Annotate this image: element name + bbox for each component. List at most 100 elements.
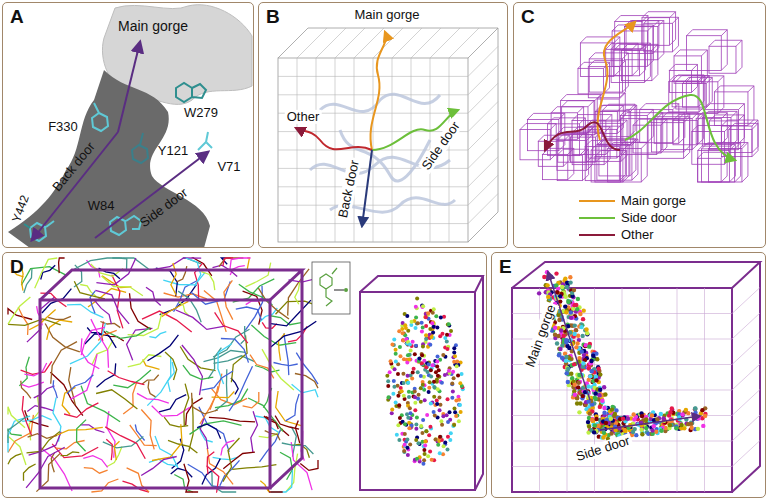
legend-text: Main gorge bbox=[621, 193, 686, 208]
ligand-dot bbox=[583, 344, 587, 348]
ligand-stick bbox=[91, 479, 118, 492]
ligand-dot bbox=[557, 318, 561, 322]
grid-line bbox=[468, 102, 498, 132]
ligand-dot bbox=[555, 341, 559, 345]
voxel-box bbox=[697, 152, 727, 182]
voxel-box bbox=[538, 135, 569, 166]
trajectories bbox=[545, 22, 735, 160]
ligand-dot bbox=[455, 364, 459, 368]
figure-panel: D bbox=[2, 252, 487, 498]
ligand-dot bbox=[419, 374, 423, 378]
ligand-dot bbox=[556, 334, 560, 338]
ligand-dot bbox=[424, 429, 428, 433]
ligand-dot bbox=[693, 406, 697, 410]
figure-panel: CMain gorgeSide doorOther bbox=[513, 2, 766, 248]
grid-line bbox=[468, 194, 498, 224]
ligand-dot bbox=[576, 381, 580, 385]
grid-line bbox=[411, 58, 412, 242]
ligand-dot bbox=[586, 399, 590, 403]
ligand-stick bbox=[236, 307, 262, 320]
ligand-stick bbox=[90, 291, 95, 313]
ligand-dot bbox=[573, 393, 577, 397]
ligand-stick bbox=[152, 424, 182, 460]
voxel-box bbox=[606, 43, 638, 75]
voxel-box bbox=[597, 139, 638, 180]
ligand-dot bbox=[424, 439, 428, 443]
ligand-dot bbox=[397, 438, 401, 442]
ligand-dot bbox=[413, 389, 417, 393]
legend-line bbox=[579, 196, 615, 206]
ligand-dot bbox=[448, 438, 452, 442]
ligand-dot bbox=[594, 375, 598, 379]
grid-line bbox=[732, 339, 760, 365]
ligand-dot bbox=[451, 390, 455, 394]
ligand-stick bbox=[176, 310, 225, 329]
ligand-stick bbox=[8, 416, 28, 444]
ligand-dot bbox=[402, 381, 406, 385]
ligand-dot bbox=[413, 395, 417, 399]
ligand-dots bbox=[537, 270, 708, 441]
ligand-dot bbox=[451, 370, 455, 374]
ligand-dot bbox=[402, 394, 406, 398]
ligand-dot bbox=[386, 384, 390, 388]
ligand-dot bbox=[414, 315, 418, 319]
ligand-dot bbox=[413, 408, 417, 412]
ligand-stick bbox=[192, 393, 218, 414]
ligand-dot bbox=[644, 426, 648, 430]
grid-line bbox=[468, 157, 498, 187]
ligand-dot bbox=[659, 429, 663, 433]
ligand-dot bbox=[566, 380, 570, 384]
ligand-stick bbox=[18, 307, 28, 335]
ligand-dot bbox=[424, 337, 428, 341]
ligand-dot bbox=[609, 431, 613, 435]
ligand-dot bbox=[394, 352, 398, 356]
ligand-stick bbox=[204, 351, 246, 362]
ligand-dot bbox=[592, 430, 596, 434]
ligand-dot bbox=[424, 333, 428, 337]
ligand-dot bbox=[431, 363, 435, 367]
ligand-dot bbox=[586, 420, 590, 424]
ligand-dot bbox=[701, 424, 705, 428]
ligand-dot bbox=[700, 408, 704, 412]
ligand-stick bbox=[26, 447, 65, 488]
voxel-box bbox=[714, 86, 754, 126]
ligand-dot bbox=[572, 288, 576, 292]
ligand-dot bbox=[411, 371, 415, 375]
voxel-box bbox=[644, 17, 679, 52]
ligand-dot bbox=[416, 321, 420, 325]
ligand-dot bbox=[602, 411, 606, 415]
ligand-stick bbox=[50, 372, 83, 415]
ligand-dot bbox=[395, 433, 399, 437]
ligand-dot bbox=[448, 410, 452, 414]
ligand-dot bbox=[421, 418, 425, 422]
ligand-dot bbox=[414, 344, 418, 348]
legend-line bbox=[579, 213, 615, 223]
ligand-dot bbox=[406, 381, 410, 385]
ligand-stick bbox=[24, 363, 46, 376]
voxel-box bbox=[543, 154, 568, 179]
ligand-stick bbox=[245, 263, 270, 287]
ligand-dot bbox=[621, 416, 625, 420]
ligand-stick bbox=[251, 411, 258, 452]
ligand-dot bbox=[589, 369, 593, 373]
ligand-stick bbox=[168, 362, 175, 392]
ligand-dot bbox=[391, 392, 395, 396]
ligand-dot bbox=[593, 423, 597, 427]
ligand-dot bbox=[429, 374, 433, 378]
ligand-stick bbox=[265, 431, 280, 441]
grid-line bbox=[732, 364, 760, 390]
ligand-dot bbox=[573, 323, 577, 327]
voxel-box bbox=[692, 131, 725, 164]
ligand-dot bbox=[554, 283, 558, 287]
ligand-dot bbox=[446, 347, 450, 351]
ligand-dot bbox=[432, 307, 436, 311]
ligand-stick bbox=[202, 459, 220, 485]
box-cube bbox=[360, 276, 483, 490]
ligand-dot bbox=[416, 370, 420, 374]
grid-line bbox=[316, 28, 346, 58]
ligand-dot bbox=[418, 356, 422, 360]
ligand-stick bbox=[159, 395, 186, 412]
ligand-dot bbox=[445, 413, 449, 417]
ligand-dot bbox=[598, 372, 602, 376]
